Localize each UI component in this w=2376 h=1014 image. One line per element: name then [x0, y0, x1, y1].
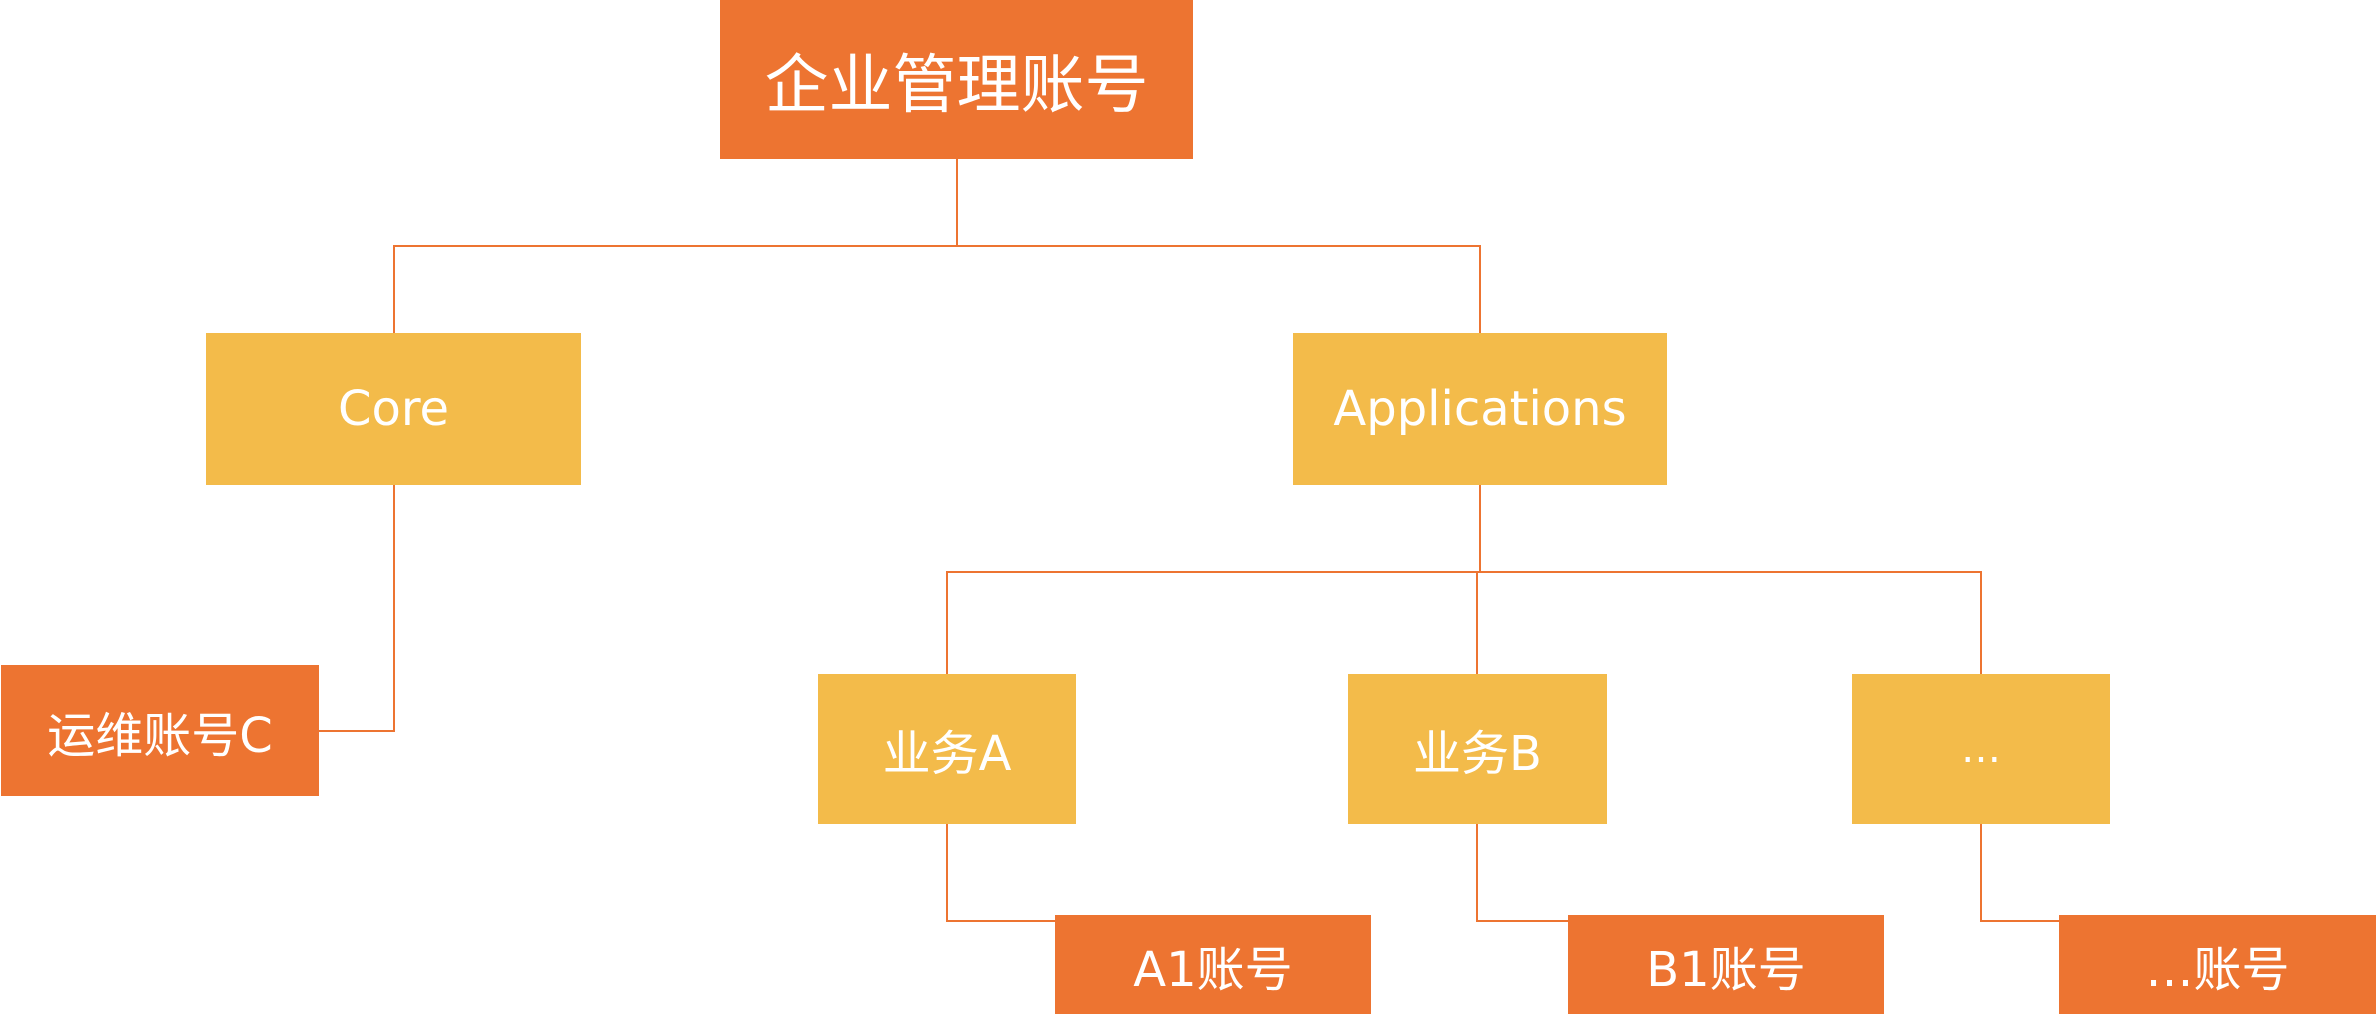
- edge-root-core-applications: [393, 245, 1481, 333]
- node-label: 业务A: [882, 726, 1012, 782]
- node-business-a: 业务A: [818, 674, 1076, 824]
- node-account-b1: B1账号: [1568, 915, 1884, 1014]
- node-label: 企业管理账号: [764, 48, 1149, 123]
- node-account-more: …账号: [2059, 915, 2376, 1014]
- edge-applications-businesses: [946, 571, 1982, 674]
- edge-business-b-b1: [1476, 824, 1568, 922]
- node-label: …账号: [2145, 941, 2290, 998]
- node-label: 业务B: [1413, 726, 1542, 782]
- node-account-a1: A1账号: [1055, 915, 1371, 1014]
- node-business-b: 业务B: [1348, 674, 1607, 824]
- node-label: 运维账号C: [47, 707, 273, 764]
- node-label: …: [1961, 726, 2001, 772]
- edge-business-a-a1: [946, 824, 1055, 922]
- node-root-enterprise-account: 企业管理账号: [720, 0, 1193, 159]
- node-label: Applications: [1333, 381, 1627, 437]
- node-ops-account-c: 运维账号C: [1, 665, 319, 796]
- node-core: Core: [206, 333, 581, 485]
- edge-business-more-account-more: [1980, 824, 2059, 922]
- node-label: Core: [337, 381, 450, 437]
- node-business-more: …: [1852, 674, 2110, 824]
- node-label: B1账号: [1646, 941, 1806, 998]
- edge-core-ops-account-c: [319, 485, 395, 732]
- node-label: A1账号: [1133, 941, 1293, 998]
- node-applications: Applications: [1293, 333, 1667, 485]
